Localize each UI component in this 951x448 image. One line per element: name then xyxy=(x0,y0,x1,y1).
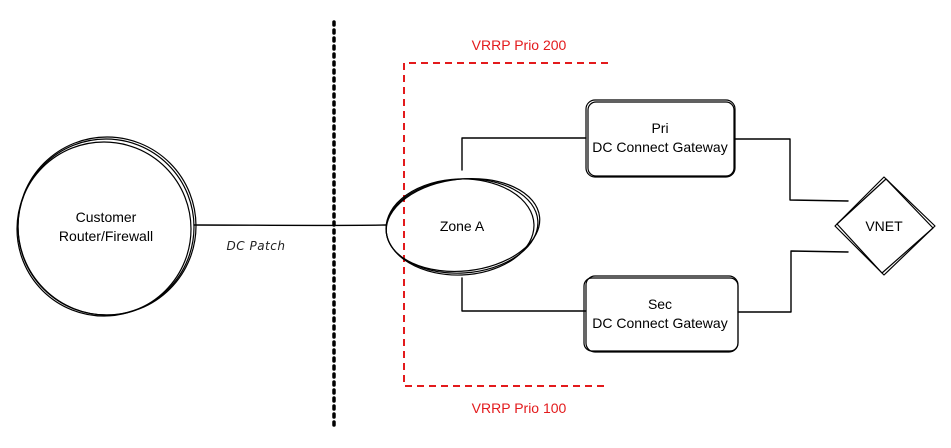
link-secondary-to-vnet xyxy=(737,250,849,313)
zone-a-label: Zone A xyxy=(440,218,485,234)
customer-label-line2: Router/Firewall xyxy=(59,228,153,244)
customer-label-line1: Customer xyxy=(76,209,137,225)
primary-label-line2: DC Connect Gateway xyxy=(592,139,727,155)
link-primary-to-vnet xyxy=(734,138,849,202)
vnet-label: VNET xyxy=(865,218,903,234)
vrrp-bottom-label: VRRP Prio 100 xyxy=(472,400,567,416)
primary-gateway-node xyxy=(585,99,736,178)
secondary-gateway-node xyxy=(583,275,739,353)
secondary-label-line1: Sec xyxy=(648,296,672,312)
vrrp-boundary xyxy=(403,62,608,387)
vrrp-top-label: VRRP Prio 200 xyxy=(472,37,567,53)
customer-router-node xyxy=(16,136,197,317)
link-zone-to-primary xyxy=(461,137,587,171)
primary-label-line1: Pri xyxy=(651,120,668,136)
dc-patch-label: DC Patch xyxy=(227,239,286,253)
vnet-node xyxy=(834,176,936,276)
zone-a-node xyxy=(385,177,541,276)
secondary-label-line2: DC Connect Gateway xyxy=(592,315,727,331)
link-zone-to-secondary xyxy=(461,277,587,312)
